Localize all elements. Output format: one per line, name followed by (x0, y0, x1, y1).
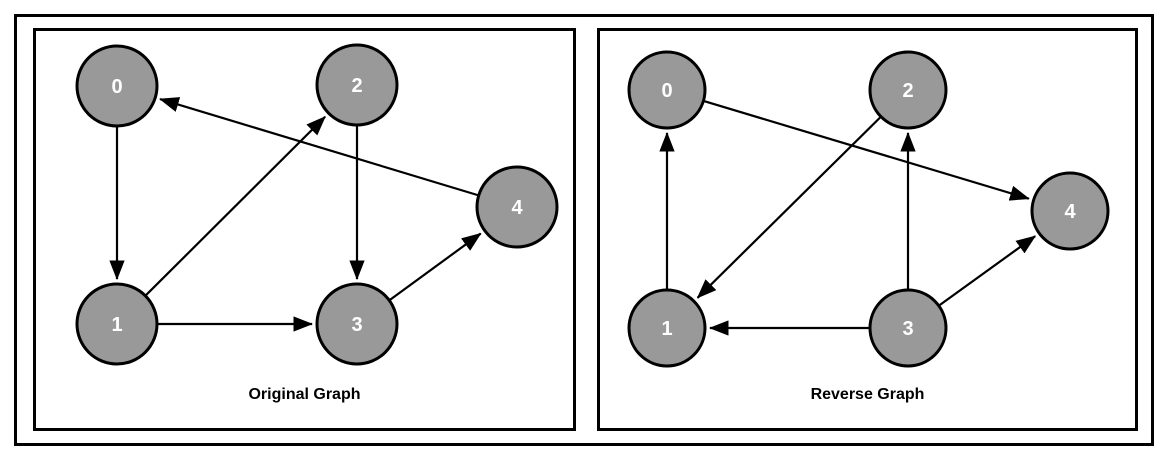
panel-reverse-graph (597, 28, 1138, 431)
panel-original-graph (33, 28, 576, 431)
panel-caption-original: Original Graph (248, 386, 361, 403)
panel-caption-reverse: Reverse Graph (810, 386, 925, 403)
